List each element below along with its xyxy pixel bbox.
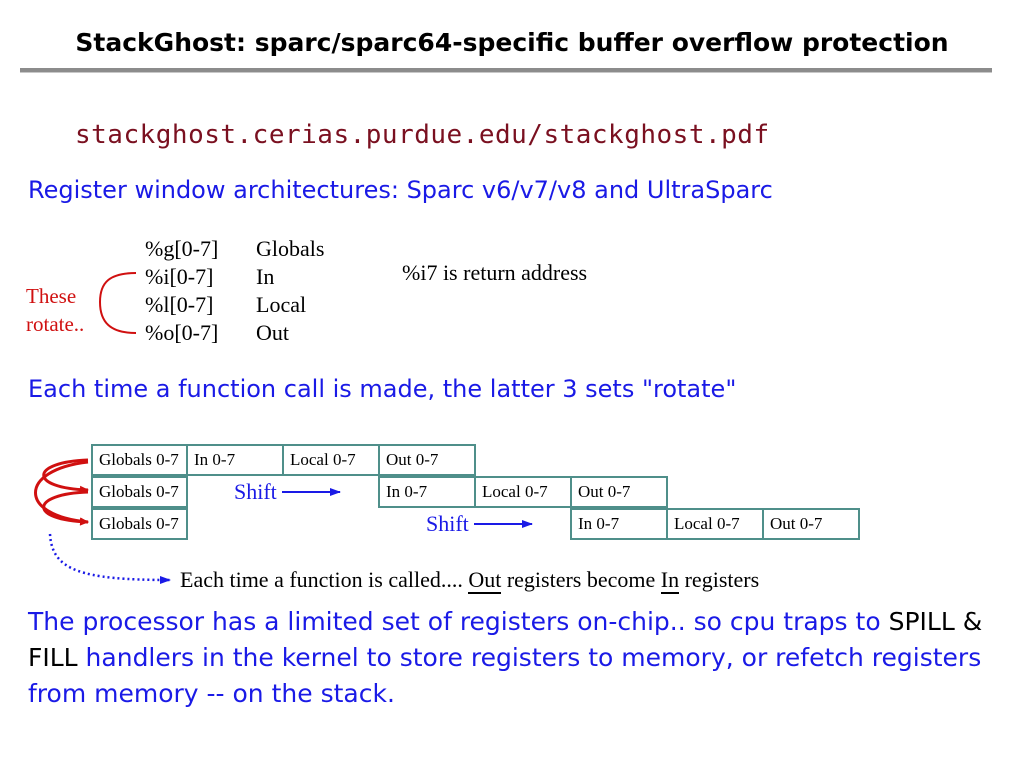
called-note-part3: registers	[679, 567, 760, 592]
called-note-out: Out	[468, 567, 502, 594]
called-note-part1: Each time a function is called....	[180, 567, 469, 592]
paragraph-fill: FILL	[28, 643, 78, 672]
reg-desc-out: Out	[256, 320, 289, 345]
shift-label-1: Shift	[234, 479, 277, 504]
reg-name-in: %i[0-7]	[145, 264, 214, 289]
paragraph-amp: &	[954, 607, 983, 636]
row3-local-cell: Local 0-7	[666, 508, 764, 540]
called-note-part2: registers become	[501, 567, 661, 592]
row2-arrow	[34, 460, 89, 526]
rotate-bracket	[98, 272, 137, 334]
row1-out-cell: Out 0-7	[378, 444, 476, 476]
shift-label-2: Shift	[426, 511, 469, 536]
row1-local-cell: Local 0-7	[282, 444, 380, 476]
called-note-in: In	[660, 567, 680, 594]
row3-globals-cell: Globals 0-7	[91, 508, 188, 540]
row1-globals-cell: Globals 0-7	[91, 444, 188, 476]
heading-rotate: Each time a function call is made, the l…	[28, 375, 737, 403]
row3-in-cell: In 0-7	[570, 508, 668, 540]
paragraph-part2: handlers in the kernel to store register…	[28, 643, 982, 708]
row2-out-cell: Out 0-7	[570, 476, 668, 508]
row2-in-cell: In 0-7	[378, 476, 476, 508]
heading-register-window: Register window architectures: Sparc v6/…	[28, 176, 773, 204]
reg-name-out: %o[0-7]	[145, 320, 219, 345]
reg-desc-local: Local	[256, 292, 307, 317]
return-address-note: %i7 is return address	[402, 260, 588, 285]
reg-desc-globals: Globals	[256, 236, 325, 261]
row2-globals-cell: Globals 0-7	[91, 476, 188, 508]
paragraph-part1: The processor has a limited set of regis…	[28, 607, 889, 636]
title-divider	[20, 68, 992, 73]
paragraph-spill: SPILL	[888, 607, 955, 636]
row1-arrow	[42, 458, 89, 494]
row3-out-cell: Out 0-7	[762, 508, 860, 540]
processor-paragraph: The processor has a limited set of regis…	[28, 604, 988, 712]
called-note-arrow	[48, 533, 171, 584]
row1-in-cell: In 0-7	[186, 444, 284, 476]
called-note: Each time a function is called.... Out r…	[180, 567, 760, 594]
reg-desc-in: In	[256, 264, 275, 289]
rotate-note-line1: These	[26, 284, 77, 308]
rotate-note-line2: rotate..	[26, 312, 85, 336]
reg-name-local: %l[0-7]	[145, 292, 214, 317]
row2-local-cell: Local 0-7	[474, 476, 572, 508]
reg-name-globals: %g[0-7]	[145, 236, 219, 261]
row2b-arrow	[42, 490, 89, 526]
slide-title: StackGhost: sparc/sparc64-specific buffe…	[75, 28, 949, 57]
paper-url[interactable]: stackghost.cerias.purdue.edu/stackghost.…	[75, 120, 770, 150]
